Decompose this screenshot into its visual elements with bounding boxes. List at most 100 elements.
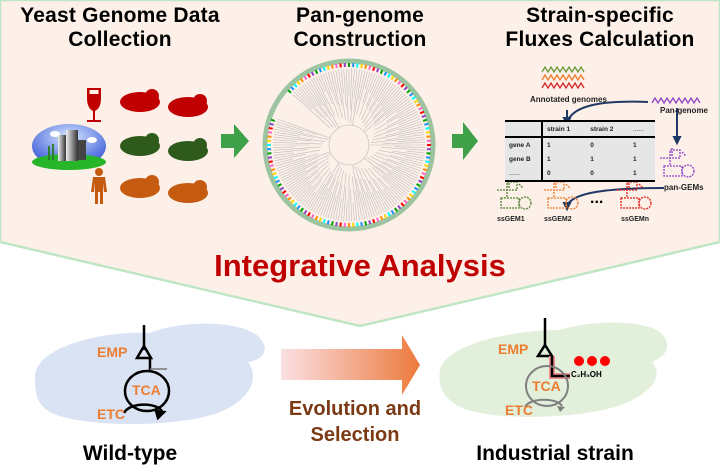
tree-ring-segment (335, 63, 338, 69)
table-cell: 1 (547, 155, 551, 163)
tree-branch (352, 202, 355, 221)
tree-branch (368, 179, 388, 211)
tree-branch (398, 116, 420, 126)
table-cell: ...... (505, 166, 543, 181)
table-cell: gene B (505, 152, 543, 166)
tree-ring-segment (303, 75, 308, 81)
tree-ring-segment (411, 95, 416, 100)
tree-branch (313, 77, 328, 105)
tree-ring-segment (406, 196, 411, 201)
tree-branch (382, 175, 406, 197)
tree-branch (380, 146, 425, 151)
tree-branch (377, 190, 390, 210)
tree-ring-segment (293, 202, 298, 207)
collection-heading-line2: Collection (68, 28, 172, 51)
tree-branch (383, 91, 404, 112)
table-cell: 1 (633, 169, 637, 177)
tree-ring-segment (418, 106, 423, 111)
tree-branch (299, 167, 330, 204)
tree-branch (377, 81, 392, 103)
yeast-cell-icon (168, 180, 208, 203)
tree-branch (370, 136, 425, 143)
tree-branch (378, 177, 401, 202)
tree-branch (368, 79, 388, 111)
tree-ring-segment (425, 156, 431, 159)
tree-ring-segment (307, 73, 311, 78)
tree-ring-segment (383, 214, 388, 219)
tree-ring-segment (307, 212, 311, 217)
tree-branch (364, 90, 403, 130)
tree-branch (315, 188, 329, 214)
tree-branch (396, 102, 413, 113)
table-header-cell (505, 121, 543, 137)
tree-branch (273, 149, 308, 154)
table-cell: gene A (505, 137, 543, 152)
tree-branch (363, 84, 397, 127)
tree-branch (361, 76, 383, 120)
tree-ring-segment (330, 221, 334, 226)
annotated-genome-wave (541, 81, 585, 90)
tree-ring-segment (290, 199, 295, 204)
tree-branch (274, 149, 320, 159)
phylogenetic-tree (262, 58, 436, 232)
table-cell: 0 (547, 169, 551, 177)
tree-branch (340, 172, 347, 221)
tree-branch (352, 164, 363, 220)
tree-ring-segment (322, 66, 326, 72)
tree-branch (359, 179, 373, 218)
yeast-cell-icon (120, 89, 160, 112)
tree-ring-segment (397, 204, 402, 210)
tree-ring-segment (425, 160, 430, 164)
tree-branch (304, 83, 337, 128)
tree-branch (310, 162, 340, 211)
table-row: gene B 1 1 1 (505, 152, 655, 166)
tree-branch (287, 175, 308, 190)
tree-ring-segment (303, 209, 308, 215)
tree-ring-segment (394, 207, 399, 212)
tree-branch (288, 160, 329, 193)
tree-ring-segment (299, 78, 304, 83)
construction-heading-line1: Pan-genome (295, 4, 425, 27)
tree-ring-segment (364, 64, 368, 69)
pan-gem-network (660, 148, 695, 178)
tree-ring-segment (376, 68, 380, 73)
industrial-pathway (524, 318, 610, 412)
tree-ring-segment (282, 190, 287, 195)
tree-branch (383, 161, 418, 179)
tree-ring-segment (422, 168, 428, 172)
tree-branch (364, 179, 381, 215)
tree-ring-segment (387, 73, 391, 78)
tree-ring-segment (314, 215, 319, 221)
person-icon (91, 168, 107, 204)
tree-branch (374, 100, 411, 127)
tree-branch (325, 167, 342, 218)
tree-branch (371, 191, 383, 214)
tree-ring-segment (379, 69, 384, 75)
tree-branch (372, 154, 420, 174)
tree-branch (277, 151, 331, 172)
tree-branch (315, 76, 336, 117)
tree-ring-segment (416, 183, 421, 187)
tree-ring-segment (376, 217, 380, 222)
yeast-cell-icon (120, 175, 160, 198)
tree-branch (335, 70, 343, 106)
tree-ring-segment (411, 190, 416, 195)
tree-branch (306, 81, 323, 106)
tree-branch (294, 91, 312, 110)
tree-ring-segment (413, 99, 419, 104)
tree-branch (375, 152, 423, 167)
tree-branch (276, 121, 317, 135)
tree-ring-segment (279, 186, 285, 191)
tree-branch (313, 174, 334, 213)
tree-ring-segment (293, 83, 298, 88)
tree-branch (279, 164, 306, 177)
tree-branch (379, 163, 414, 186)
tree-ring-segment (383, 71, 388, 76)
tree-branch (385, 126, 423, 137)
tree-branch (294, 164, 330, 199)
tree-branch (374, 77, 385, 98)
tree-branch (384, 134, 425, 141)
tree-branch (378, 149, 424, 159)
tree-branch (274, 131, 300, 137)
tree-branch (386, 104, 414, 122)
